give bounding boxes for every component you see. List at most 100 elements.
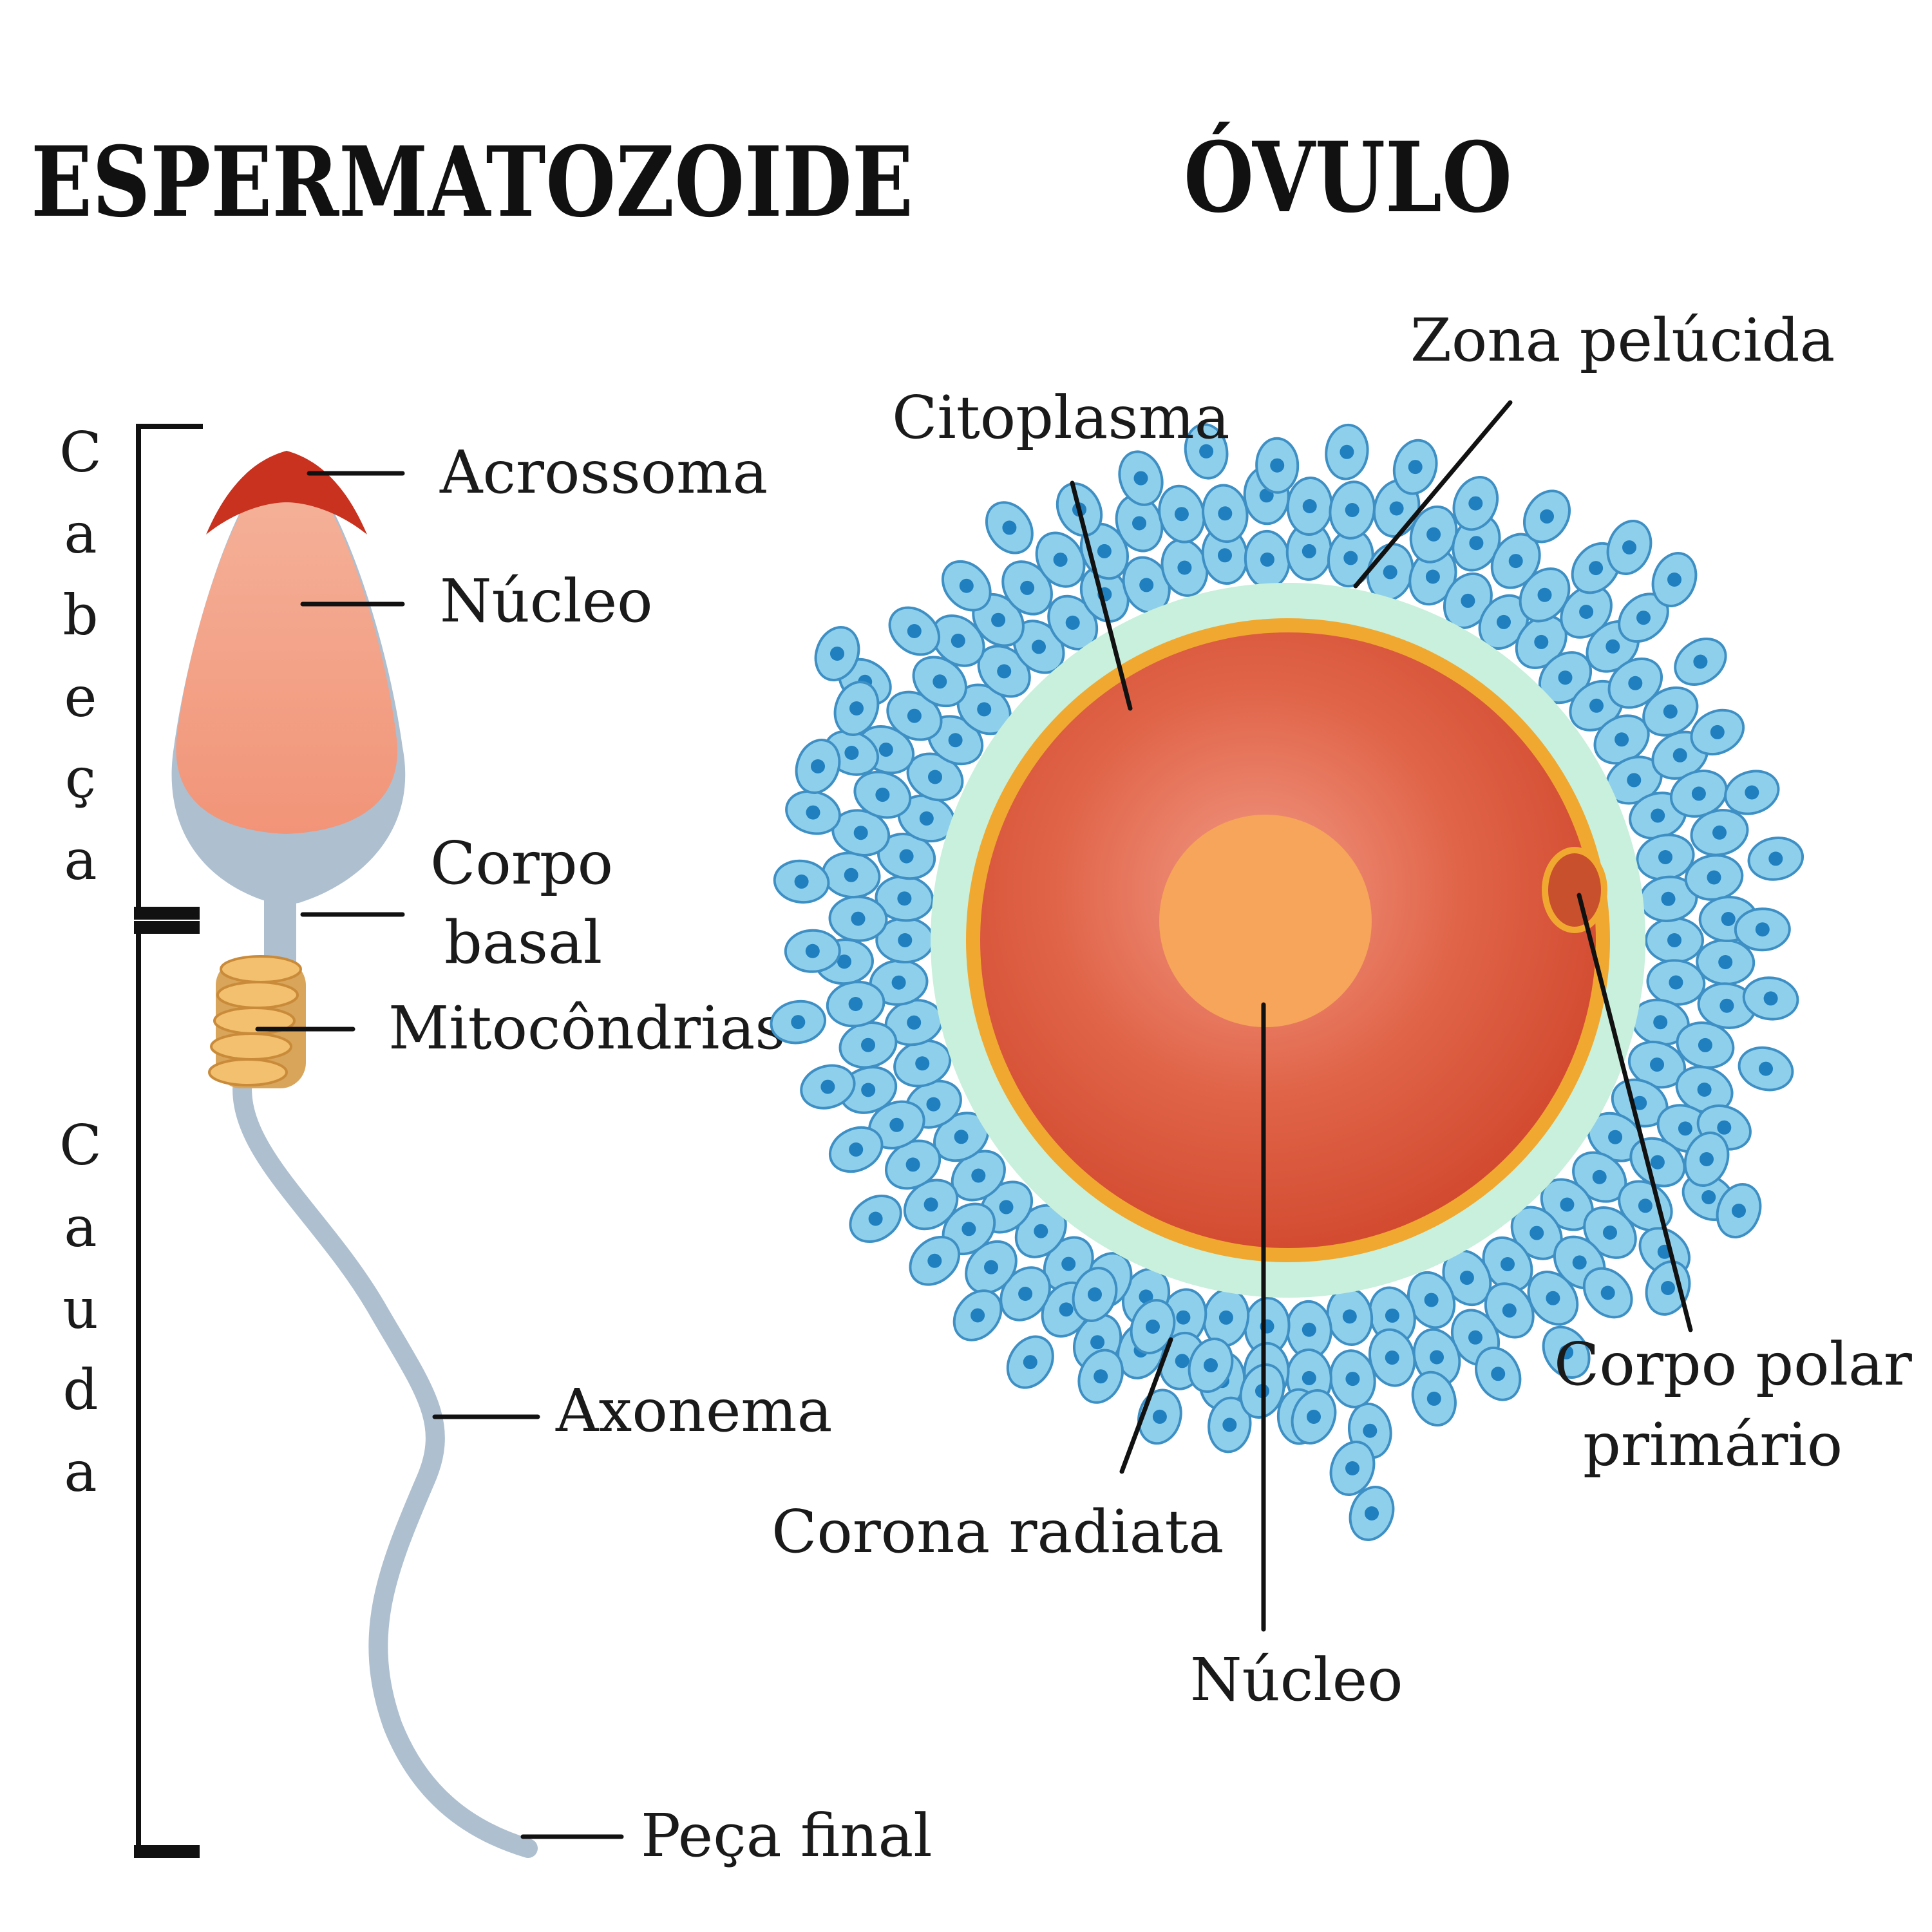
corona-cell-nucleus xyxy=(1589,561,1604,576)
sperm-title: ESPERMATOZOIDE xyxy=(31,126,913,239)
corona-cell-nucleus xyxy=(1701,1190,1716,1204)
corona-cell-nucleus xyxy=(1020,580,1035,595)
tail-letter: a xyxy=(64,1440,97,1504)
corona-cell-nucleus xyxy=(1090,1335,1105,1350)
corona-cell-nucleus xyxy=(1698,1037,1712,1052)
corona-cell-nucleus xyxy=(1638,1198,1653,1213)
basal-body-label-line1: Corpo xyxy=(430,829,613,898)
corona-cell-nucleus xyxy=(1032,639,1046,654)
corona-cell-nucleus xyxy=(915,1056,930,1071)
corona-cell-nucleus xyxy=(1650,1057,1664,1072)
corona-cell-nucleus xyxy=(891,975,906,990)
corona-cell-nucleus xyxy=(849,1142,864,1157)
corona-cell-nucleus xyxy=(1302,1322,1316,1337)
head-letter: a xyxy=(64,828,97,893)
corona-cell-nucleus xyxy=(907,1015,922,1030)
corona-cell-nucleus xyxy=(1383,565,1397,580)
corona-cell-nucleus xyxy=(1222,1417,1237,1432)
corona-cell-nucleus xyxy=(1175,1354,1189,1368)
acrosome xyxy=(206,451,367,535)
corona-cell-nucleus xyxy=(1459,1271,1474,1285)
corona-cell-nucleus xyxy=(1018,1287,1033,1301)
corona-cell-nucleus xyxy=(1661,1281,1675,1295)
corona-cell-nucleus xyxy=(861,1037,875,1052)
sperm-nucleus-label: Núcleo xyxy=(440,567,653,636)
head-letter: a xyxy=(64,502,97,566)
corona-cell-nucleus xyxy=(1691,786,1706,801)
tail-letter: C xyxy=(59,1113,102,1178)
corona-cell-nucleus xyxy=(1363,1423,1378,1438)
end-piece-label: Peça final xyxy=(641,1801,933,1870)
corona-cell-nucleus xyxy=(1094,1369,1108,1384)
corona-cell-nucleus xyxy=(1218,548,1232,563)
corona-cell-nucleus xyxy=(1139,578,1154,592)
corona-cell-nucleus xyxy=(1508,554,1523,569)
corona-cell-nucleus xyxy=(959,578,974,593)
corona-cell-nucleus xyxy=(868,1211,883,1226)
polar-body-label-line2: primário xyxy=(1583,1410,1842,1479)
corona-cell-nucleus xyxy=(1672,748,1687,762)
acrosome-label: Acrossoma xyxy=(439,438,768,507)
corona-cell-nucleus xyxy=(1307,1410,1321,1424)
corona-cell-nucleus xyxy=(1605,639,1620,654)
corona-cell-nucleus xyxy=(1658,850,1672,864)
corona-cell-nucleus xyxy=(1345,1461,1359,1475)
corona-cell-nucleus xyxy=(1700,1152,1714,1166)
ovum-nucleus-label: Núcleo xyxy=(1190,1645,1403,1714)
corona-cell-nucleus xyxy=(1034,1224,1048,1238)
corona-cell-nucleus xyxy=(928,770,942,784)
corona-cell-nucleus xyxy=(1097,544,1112,558)
tail-side-label: C a u d a xyxy=(59,1113,102,1504)
corona-cell-nucleus xyxy=(1628,676,1643,690)
corona-cell-nucleus xyxy=(820,1079,835,1094)
corona-cell-nucleus xyxy=(1340,444,1354,459)
corona-cell-nucleus xyxy=(1530,1226,1544,1240)
corona-cell-nucleus xyxy=(1365,1506,1379,1520)
corona-cell-nucleus xyxy=(1622,540,1636,554)
corona-cell-nucleus xyxy=(861,1083,876,1097)
corona-cell-nucleus xyxy=(1732,1204,1746,1218)
corona-cell-nucleus xyxy=(1667,933,1681,947)
corona-cell-nucleus xyxy=(1540,509,1554,524)
corona-cell-nucleus xyxy=(1385,1350,1399,1365)
sperm-nucleus xyxy=(176,454,398,834)
corona-cell-nucleus xyxy=(1430,1350,1444,1365)
corona-radiata xyxy=(770,423,1804,1541)
corona-cell-nucleus xyxy=(1177,560,1192,575)
corona-cell-nucleus xyxy=(961,1222,976,1236)
cytoplasm-label: Citoplasma xyxy=(892,383,1230,452)
basal-body-label-line2: basal xyxy=(444,908,602,977)
corona-cell-nucleus xyxy=(991,612,1006,627)
corona-cell-nucleus xyxy=(1468,496,1483,511)
corona-cell-nucleus xyxy=(1389,501,1404,516)
head-letter: b xyxy=(62,583,98,648)
corona-cell-nucleus xyxy=(794,874,809,889)
corona-cell-nucleus xyxy=(1768,851,1783,866)
corona-cell-nucleus xyxy=(1061,1256,1076,1271)
tail-letter: d xyxy=(62,1358,98,1423)
tail-letter: u xyxy=(62,1277,98,1341)
corona-cell-nucleus xyxy=(1627,773,1642,788)
corona-cell-nucleus xyxy=(1710,724,1725,739)
corona-cell-nucleus xyxy=(1174,507,1189,522)
corona-cell-nucleus xyxy=(1663,704,1678,719)
corona-cell-nucleus xyxy=(1176,1310,1191,1325)
corona-cell-nucleus xyxy=(878,743,893,757)
corona-cell-nucleus xyxy=(1059,1302,1074,1317)
corona-cell-nucleus xyxy=(1133,471,1148,486)
corona-cell-nucleus xyxy=(1763,991,1778,1006)
corona-cell-nucleus xyxy=(951,633,965,648)
corona-cell-nucleus xyxy=(927,1253,942,1268)
corona-cell-nucleus xyxy=(1152,1409,1167,1424)
corona-cell-nucleus xyxy=(1615,732,1629,747)
corona-cell-nucleus xyxy=(1501,1257,1515,1271)
corona-cell-nucleus xyxy=(1385,1308,1399,1323)
polar-body-leader xyxy=(1577,893,1693,1332)
corona-cell-nucleus xyxy=(984,1260,998,1274)
corona-cell-nucleus xyxy=(1345,1372,1360,1387)
corona-cell-nucleus xyxy=(844,746,859,760)
corona-radiata-label: Corona radiata xyxy=(772,1497,1224,1566)
corona-cell-nucleus xyxy=(897,891,912,906)
corona-cell-nucleus xyxy=(1461,593,1475,608)
